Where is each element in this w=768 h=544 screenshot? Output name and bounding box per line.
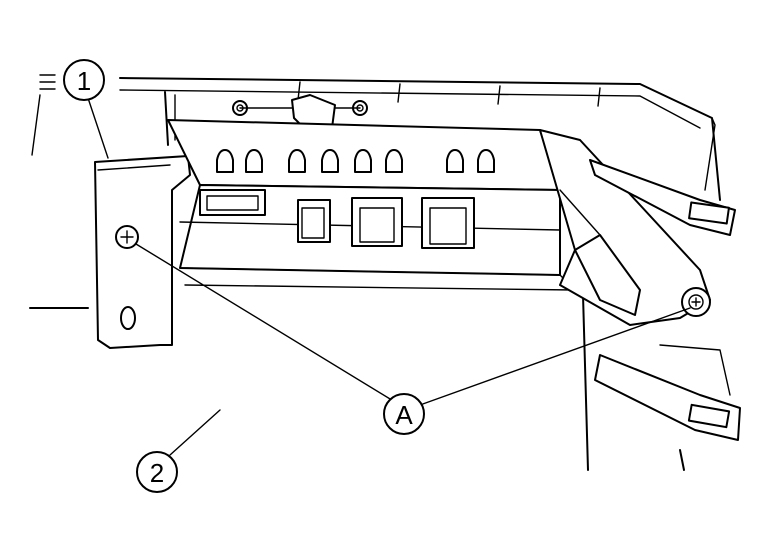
angled-cover (539, 129, 711, 326)
terminal-tab (385, 149, 403, 173)
terminal-tab (245, 149, 263, 173)
connector-blocks (199, 189, 475, 249)
terminal-tab (216, 149, 234, 173)
terminal-tabs (216, 149, 495, 173)
top-clip (232, 94, 368, 133)
terminal-tab (321, 149, 339, 173)
upper-latch (589, 117, 736, 236)
lower-latch (594, 344, 741, 441)
callout-2-label: 2 (150, 458, 164, 488)
terminal-tab (288, 149, 306, 173)
callout-2: 2 (136, 451, 178, 493)
leader-lines (86, 94, 691, 456)
terminal-tab (477, 149, 495, 173)
callout-a-label: A (395, 400, 413, 430)
terminal-tab (446, 149, 464, 173)
callout-1-label: 1 (77, 66, 91, 96)
terminal-tab (354, 149, 372, 173)
mounting-bracket (29, 155, 191, 349)
housing-frame (31, 74, 721, 471)
callout-a: A (383, 393, 425, 435)
callout-1: 1 (63, 59, 105, 101)
